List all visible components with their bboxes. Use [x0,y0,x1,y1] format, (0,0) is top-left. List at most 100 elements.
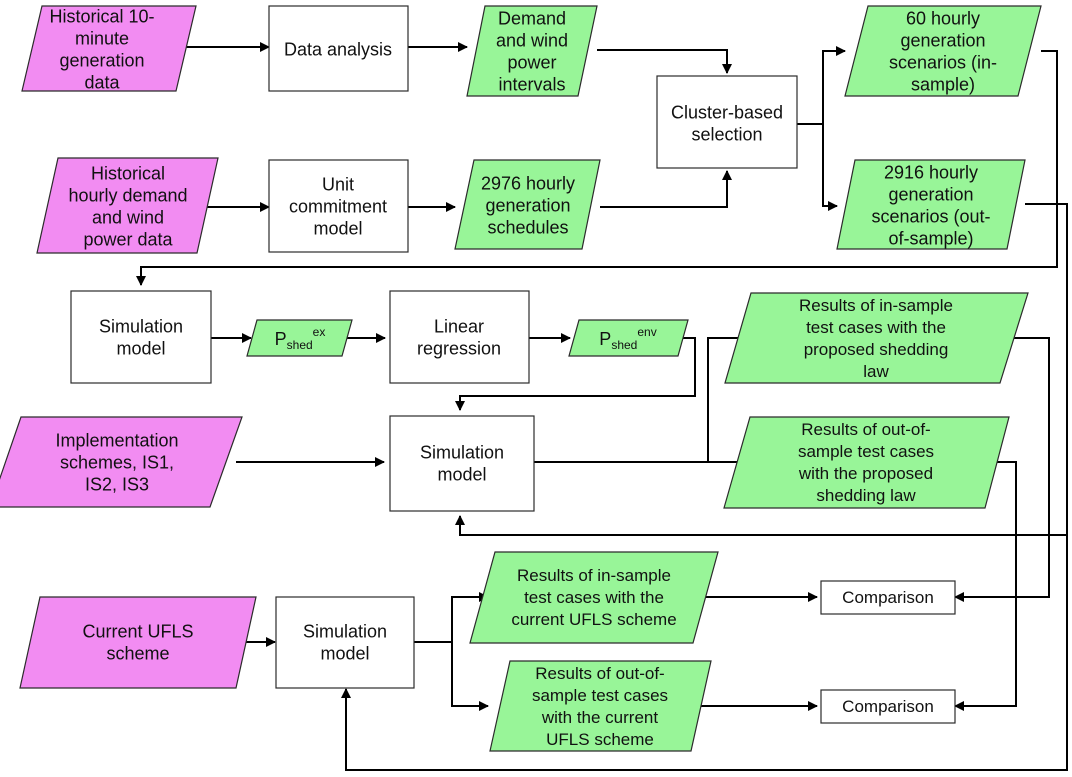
label-line: 60 hourly [906,8,980,28]
edge-cluster-to-scen2916 [822,124,838,211]
label-line: regression [417,338,501,358]
label-line: model [437,464,486,484]
label-line: intervals [498,74,565,94]
pshed-ex-sub: shed [287,338,313,352]
label-data-analysis: Data analysis [284,39,392,59]
label-line: test cases with the [524,588,664,607]
label-line: current UFLS scheme [511,610,676,629]
node-results-in-sample-current [469,551,719,644]
edge-sim2-to-res-in-prop [707,333,751,462]
pshed-ex-base: P [275,329,287,349]
label-line: model [320,643,369,663]
node-comparison-1 [820,580,956,615]
label-line: of-sample) [888,228,973,248]
label-line: Simulation [303,621,387,641]
label-line: and wind [496,30,568,50]
label-line: Comparison [842,697,934,716]
label-line: sample test cases [798,442,934,461]
edges [136,42,1068,771]
label-line: Demand [498,8,566,28]
label-pshed-env: Pshedenv [599,325,656,352]
node-pshed-env [568,319,689,357]
label-line: Results of out-of- [535,664,664,683]
node-results-in-sample-proposed [724,292,1029,384]
node-simulation-model-3 [275,596,415,689]
edge-res-in-prop-to-comp1 [954,337,1050,602]
node-2976-hourly-schedules [454,159,601,250]
label-line: shedding law [816,486,916,505]
edge-sched-to-cluster [600,170,732,208]
node-unit-commitment-model [268,159,409,253]
pshed-ex-sup: ex [313,325,326,339]
node-demand-wind-intervals [466,5,598,97]
label-line: sample test cases [532,686,668,705]
label-line: generation [485,195,570,215]
label-line: with the current [541,708,658,727]
pshed-env-sup: env [637,325,656,339]
label-line: commitment [289,196,387,216]
label-line: scenarios (in- [889,52,997,72]
edge-scen2916-to-sim3 [341,535,1068,771]
pshed-env-sub: shed [611,338,637,352]
label-line: test cases with the [806,318,946,337]
label-line: Comparison [842,588,934,607]
label-line: Data analysis [284,39,392,59]
label-line: Results of in-sample [799,296,953,315]
label-line: schedules [487,217,568,237]
label-line: power [507,52,556,72]
label-line: 2916 hourly [884,162,978,182]
node-simulation-model-1 [70,290,212,384]
pshed-env-base: P [599,329,611,349]
edge-cluster-to-scen60 [797,46,846,125]
node-cluster-based-selection [656,75,798,169]
label-line: Simulation [420,442,504,462]
node-60-hourly-scenarios [844,5,1042,97]
label-line: power data [83,229,173,249]
label-line: generation [900,30,985,50]
label-line: generation [888,184,973,204]
label-comp2: Comparison [842,697,934,716]
edge-demand-to-cluster [597,49,732,74]
label-line: schemes, IS1, [60,452,174,472]
node-current-ufls-scheme [19,596,257,689]
node-comparison-2 [820,689,956,724]
label-line: data [84,72,120,92]
label-line: Results of out-of- [801,420,930,439]
node-2916-hourly-scenarios [836,159,1026,250]
label-line: 2976 hourly [481,173,575,193]
label-res-out-cur: Results of out-of-sample test cases with … [532,664,668,749]
node-data-analysis [268,5,409,92]
edge-pshedenv-to-sim2 [455,337,696,411]
label-line: Cluster-based [671,102,783,122]
label-line: generation [59,50,144,70]
label-line: selection [691,124,762,144]
node-implementation-schemes [0,416,243,508]
label-line: sample) [911,74,975,94]
edge-scen60-to-sim1 [136,50,1058,286]
label-line: hourly demand [68,185,187,205]
label-line: model [116,338,165,358]
label-pshed-ex: Pshedex [275,325,326,352]
label-line: Unit [322,174,354,194]
node-results-out-sample-proposed [723,416,1010,509]
edge-sim3-to-res-in-cur [414,592,489,643]
label-line: Implementation [55,430,178,450]
label-line: Current UFLS [82,621,193,641]
label-line: scenarios (out- [871,206,990,226]
label-line: and wind [92,207,164,227]
label-line: law [863,362,889,381]
